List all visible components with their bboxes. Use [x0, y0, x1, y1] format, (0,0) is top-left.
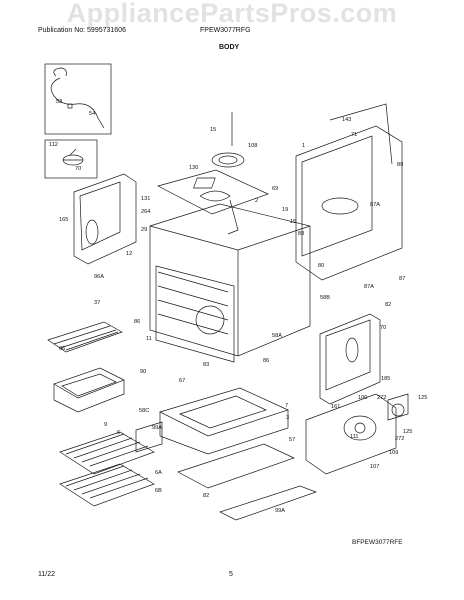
part-label-37: 37 — [94, 300, 101, 306]
diagram-code: BFPEW3077RFE — [352, 539, 403, 546]
part-label-131: 131 — [141, 196, 151, 202]
part-label-107: 107 — [370, 464, 380, 470]
part-label-58b: 58B — [320, 295, 330, 301]
rear-panel — [295, 103, 403, 281]
part-label-11: 11 — [146, 336, 152, 342]
part-label-2: 2 — [255, 198, 259, 204]
part-label-82b: 82 — [203, 493, 210, 499]
part-label-67: 67 — [179, 378, 186, 384]
wire-harness-inset — [44, 63, 112, 135]
oven-racks — [59, 431, 155, 507]
part-label-53: 53 — [56, 99, 63, 105]
oven-cavity — [149, 203, 311, 363]
part-label-87a-2: 87A — [364, 284, 374, 290]
broil-pan — [53, 367, 125, 413]
part-label-70-right: 70 — [380, 325, 387, 331]
part-label-82: 82 — [385, 302, 392, 308]
part-label-66: 66 — [59, 346, 66, 352]
part-label-15: 15 — [210, 127, 217, 133]
part-label-161: 161 — [331, 404, 341, 410]
top-heat-shield — [157, 169, 269, 235]
part-label-112: 112 — [49, 142, 58, 148]
part-label-9: 9 — [104, 422, 108, 428]
part-label-88: 88 — [298, 231, 305, 237]
bottom-frame — [135, 387, 318, 521]
part-label-19: 19 — [282, 207, 289, 213]
part-label-90: 90 — [140, 369, 147, 375]
knob-inset — [44, 139, 98, 179]
part-label-87: 87 — [399, 276, 406, 282]
page-number: 5 — [229, 571, 233, 578]
part-label-89: 89 — [397, 162, 404, 168]
part-label-125b: 125 — [403, 429, 413, 435]
part-label-125: 125 — [418, 395, 428, 401]
part-label-3: 3 — [286, 415, 290, 421]
part-label-165: 165 — [59, 217, 69, 223]
part-label-272b: 272 — [395, 436, 405, 442]
part-label-264: 264 — [141, 209, 151, 215]
part-label-54: 54 — [89, 111, 96, 117]
part-label-12: 12 — [126, 251, 133, 257]
section-title: BODY — [219, 44, 240, 51]
part-label-6: 6 — [117, 430, 121, 436]
convection-fan — [211, 112, 245, 168]
part-label-99a: 99A — [152, 425, 162, 431]
part-label-86b: 86 — [263, 358, 270, 364]
part-label-15b: 15 — [290, 219, 297, 225]
part-label-6a: 6A — [155, 470, 162, 476]
part-label-58a: 58A — [272, 333, 282, 339]
part-label-143: 143 — [342, 117, 352, 123]
part-label-86: 86 — [134, 319, 141, 325]
convection-motor-assembly — [305, 393, 409, 475]
thermal-block — [193, 177, 216, 189]
part-label-80: 80 — [318, 263, 325, 269]
publication-number: Publication No: 5995731606 — [38, 27, 126, 34]
broil-element — [47, 321, 123, 353]
part-label-185: 185 — [381, 376, 391, 382]
part-label-111: 111 — [350, 434, 359, 440]
model-number: FPEW3077RFG — [200, 27, 251, 34]
part-label-6b: 6B — [155, 488, 162, 494]
left-side-panel — [73, 173, 137, 265]
part-label-83: 83 — [203, 362, 210, 368]
part-label-57: 57 — [289, 437, 296, 443]
watermark: AppliancePartsPros.com — [66, 0, 398, 28]
part-label-7: 7 — [285, 403, 289, 409]
part-label-109: 109 — [389, 450, 399, 456]
right-side-panel — [319, 313, 381, 405]
part-label-108: 108 — [248, 143, 258, 149]
part-label-96a: 96A — [94, 274, 104, 280]
part-label-272: 272 — [377, 395, 387, 401]
part-label-70-left: 70 — [75, 166, 82, 172]
part-label-69: 69 — [272, 186, 279, 192]
part-label-58c: 58C — [139, 408, 150, 414]
part-label-99a-2: 99A — [275, 508, 285, 514]
part-label-130: 130 — [189, 165, 199, 171]
part-label-87a: 87A — [370, 202, 380, 208]
part-label-29: 29 — [141, 227, 148, 233]
part-label-100: 100 — [358, 395, 368, 401]
part-label-1: 1 — [302, 143, 306, 149]
footer-date: 11/22 — [38, 571, 55, 578]
part-label-71: 71 — [351, 132, 358, 138]
